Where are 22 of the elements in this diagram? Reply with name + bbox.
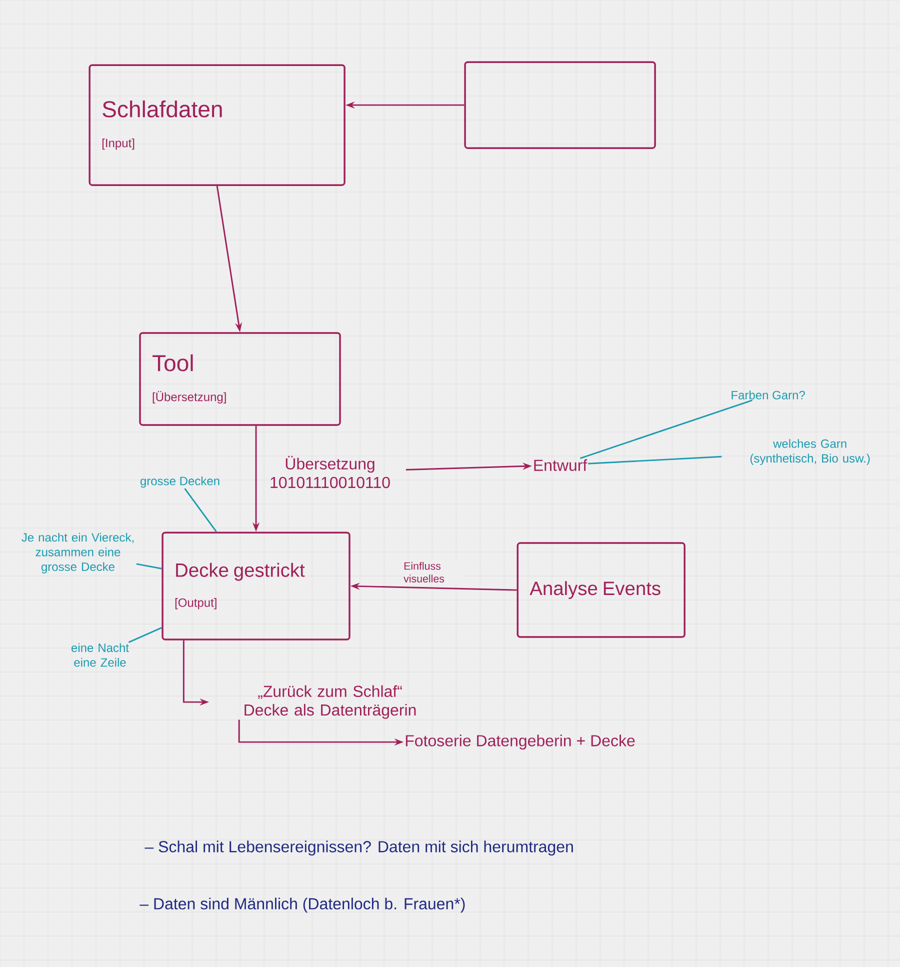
process-box: Tool [Übersetzung] xyxy=(139,332,341,426)
note-text: grosse Decken xyxy=(140,476,220,488)
process-box: Decke gestrickt [Output] xyxy=(162,532,350,640)
edge-label: Einfluss visuelles xyxy=(402,560,465,584)
handwritten-text: Entwurf xyxy=(534,459,588,471)
handwritten-text: Fotoserie Datengeberin + Decke xyxy=(406,734,635,750)
leader-line xyxy=(136,563,162,570)
leader-line xyxy=(588,456,722,464)
leader-line xyxy=(128,627,162,643)
note-text: Je nacht ein Viereck, zusammen eine grosse Decke xyxy=(22,532,134,574)
process-box: Analyse Events xyxy=(516,542,686,638)
note-text: Farben Garn? xyxy=(732,390,805,400)
leader-line xyxy=(580,400,752,459)
leader-line xyxy=(184,488,217,532)
note-text: – Schal mit Lebensereignissen? Daten mit sich herumtragen xyxy=(144,840,573,856)
note-text: eine Nacht eine Zeile xyxy=(71,643,129,667)
handwritten-text: Übersetzung 10101110010110 xyxy=(270,456,390,488)
note-text: – Daten sind Männlich (Datenloch b. Frauen*) xyxy=(140,898,465,913)
note-text: welches Garn (synthetisch, Bio usw.) xyxy=(750,439,870,465)
handwritten-text: „Zurück zum Schlaf“ Decke als Datenträgerin xyxy=(244,685,416,719)
process-box: Schlafdaten [Input] xyxy=(88,64,346,186)
empty-box xyxy=(464,61,656,149)
